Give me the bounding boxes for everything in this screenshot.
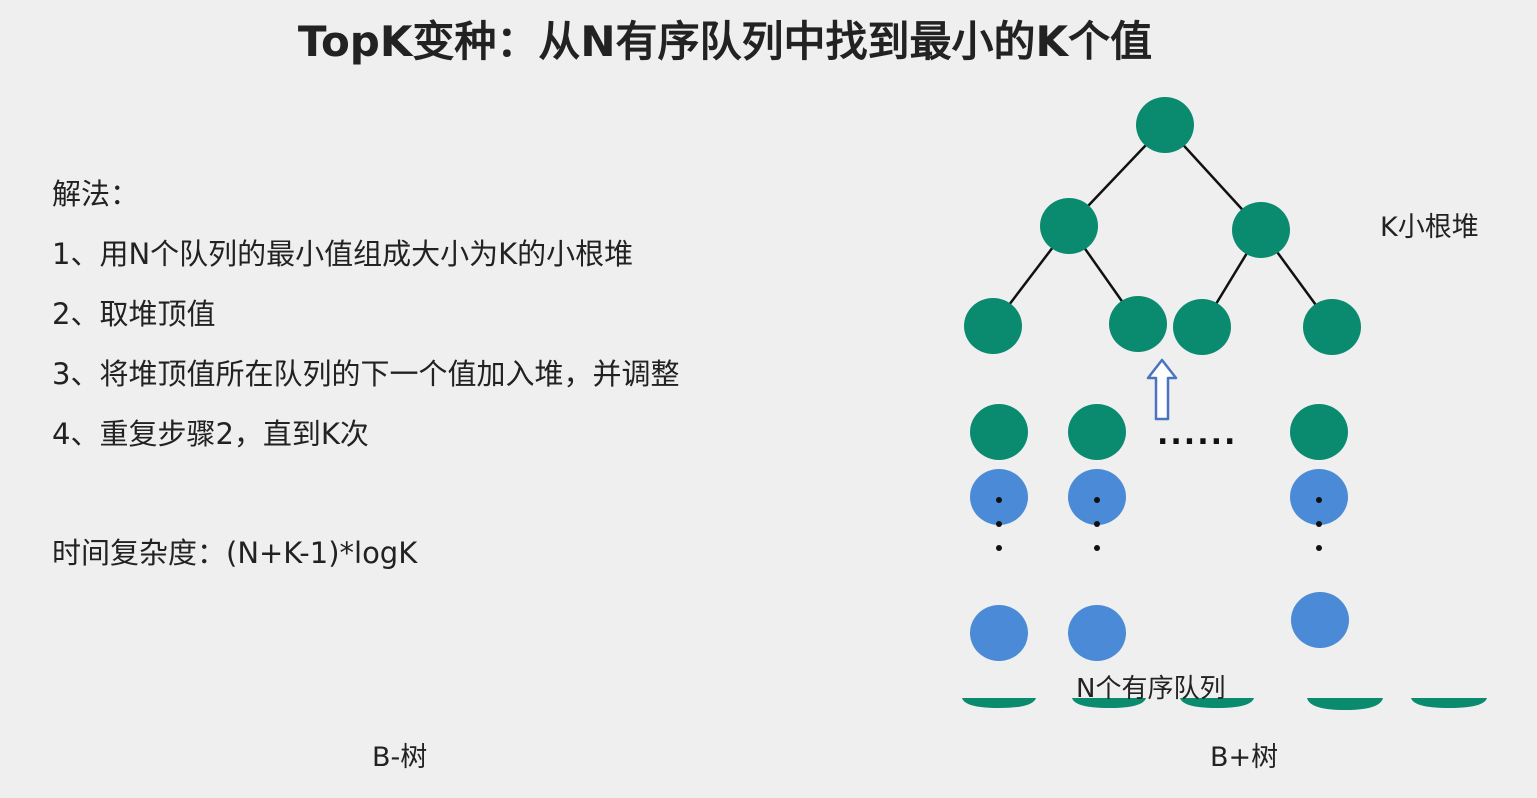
dot (996, 521, 1002, 527)
time-complexity: 时间复杂度：(N+K-1)*logK (52, 536, 418, 570)
dot (1094, 497, 1100, 503)
dot (1094, 545, 1100, 551)
up-arrow-icon (1146, 358, 1178, 421)
heap-node-leaf-2 (1109, 296, 1167, 352)
step-2: 2、取堆顶值 (52, 297, 216, 331)
queue-head-node (1290, 404, 1348, 460)
heap-node-right (1232, 202, 1290, 258)
heap-label: K小根堆 (1380, 212, 1479, 243)
queue-n (1290, 404, 1349, 648)
queue-tail-node (1068, 605, 1126, 661)
solution-text: 解法： 1、用N个队列的最小值组成大小为K的小根堆 2、取堆顶值 3、将堆顶值所… (52, 170, 679, 470)
slide-title: TopK变种：从N有序队列中找到最小的K个值 (297, 17, 1153, 66)
dot (996, 545, 1002, 551)
dot (1094, 521, 1100, 527)
queue-tail-node (1291, 592, 1349, 648)
step-4: 4、重复步骤2，直到K次 (52, 417, 369, 451)
bottom-row-nodes (962, 698, 1487, 710)
dot (1316, 521, 1322, 527)
queues-label: N个有序队列 (1076, 674, 1226, 704)
dot (1316, 497, 1322, 503)
queue-tail-node (970, 605, 1028, 661)
heap-node-left (1040, 198, 1098, 254)
dot (1316, 545, 1322, 551)
step-1: 1、用N个队列的最小值组成大小为K的小根堆 (52, 237, 634, 271)
queue-1 (970, 404, 1028, 661)
heap-node-leaf-4 (1303, 299, 1361, 355)
clipped-node (1180, 698, 1254, 708)
ellipsis-text: ...... (1157, 417, 1237, 452)
clipped-node (1307, 698, 1383, 710)
heap-node-root (1136, 97, 1194, 153)
footer-left-label: B-树 (372, 742, 428, 773)
solution-heading: 解法： (52, 177, 140, 211)
dot (996, 497, 1002, 503)
queue-head-node (1068, 404, 1126, 460)
clipped-node (962, 698, 1036, 708)
clipped-node (1072, 698, 1146, 708)
heap-nodes (964, 97, 1361, 355)
footer-right-label: B+树 (1210, 742, 1279, 773)
heap-node-leaf-1 (964, 298, 1022, 354)
queue-2 (1068, 404, 1126, 661)
step-3: 3、将堆顶值所在队列的下一个值加入堆，并调整 (52, 357, 680, 391)
heap-node-leaf-3 (1173, 299, 1231, 355)
clipped-node (1411, 698, 1487, 708)
queue-head-node (970, 404, 1028, 460)
